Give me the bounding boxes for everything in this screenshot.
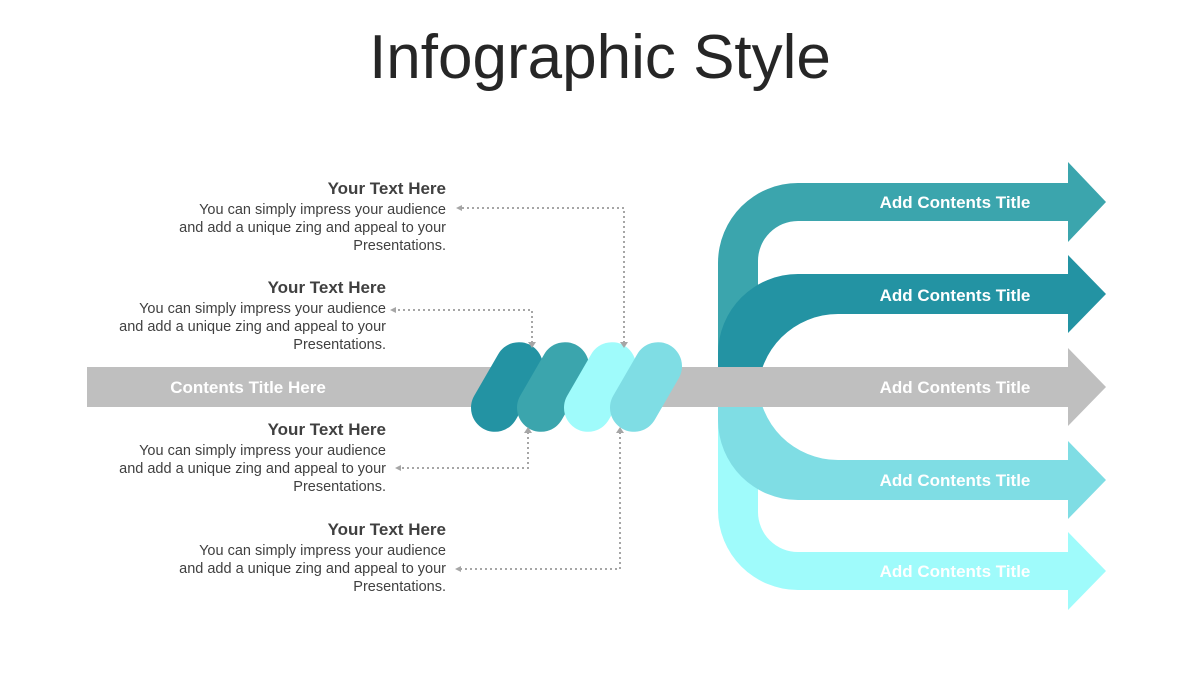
band-2 bbox=[718, 274, 1070, 394]
arrowhead-3 bbox=[1068, 348, 1106, 426]
text-block-1: Your Text Here You can simply impress yo… bbox=[146, 179, 446, 255]
page-title: Infographic Style bbox=[369, 23, 831, 92]
connector-1-tip bbox=[620, 342, 628, 348]
connector-2-tip bbox=[528, 342, 536, 348]
text-block-line: and add a unique zing and appeal to your bbox=[179, 220, 446, 236]
text-block-line: and add a unique zing and appeal to your bbox=[179, 561, 446, 577]
text-block-line: Presentations. bbox=[353, 238, 446, 254]
connector-3 bbox=[395, 432, 529, 471]
capsule-1 bbox=[471, 342, 543, 432]
arrow-label-2: Add Contents Title bbox=[880, 286, 1031, 305]
text-block-heading: Your Text Here bbox=[327, 179, 446, 198]
main-bar-label: Contents Title Here bbox=[170, 378, 326, 397]
text-block-line: and add a unique zing and appeal to your bbox=[119, 461, 386, 477]
connector-1 bbox=[456, 205, 625, 343]
text-block-line: Presentations. bbox=[353, 579, 446, 595]
text-block-4: Your Text Here You can simply impress yo… bbox=[146, 520, 446, 596]
connector-4 bbox=[455, 432, 621, 572]
connector-4-tip bbox=[616, 427, 624, 433]
text-block-heading: Your Text Here bbox=[267, 278, 386, 297]
arrowhead-4 bbox=[1068, 441, 1106, 519]
text-block-line: You can simply impress your audience bbox=[199, 543, 446, 559]
text-block-line: You can simply impress your audience bbox=[139, 301, 386, 317]
arrow-label-3: Add Contents Title bbox=[880, 378, 1031, 397]
connector-2 bbox=[390, 307, 533, 343]
text-block-3: Your Text Here You can simply impress yo… bbox=[86, 420, 386, 496]
text-block-line: and add a unique zing and appeal to your bbox=[119, 319, 386, 335]
connector-3-tip bbox=[524, 427, 532, 433]
arrowhead-2 bbox=[1068, 255, 1106, 333]
band-4 bbox=[718, 380, 1070, 500]
capsule-2 bbox=[517, 342, 589, 432]
text-block-line: You can simply impress your audience bbox=[199, 202, 446, 218]
main-bar-overlay bbox=[718, 367, 1072, 407]
capsule-3 bbox=[564, 342, 636, 432]
text-block-line: Presentations. bbox=[293, 337, 386, 353]
text-block-line: You can simply impress your audience bbox=[139, 443, 386, 459]
arrow-label-1: Add Contents Title bbox=[880, 193, 1031, 212]
text-block-heading: Your Text Here bbox=[327, 520, 446, 539]
text-block-2: Your Text Here You can simply impress yo… bbox=[86, 278, 386, 354]
text-block-heading: Your Text Here bbox=[267, 420, 386, 439]
arrowhead-1 bbox=[1068, 162, 1106, 242]
arrowhead-5 bbox=[1068, 532, 1106, 610]
capsule-4 bbox=[610, 342, 682, 432]
arrow-label-4: Add Contents Title bbox=[880, 471, 1031, 490]
text-block-line: Presentations. bbox=[293, 479, 386, 495]
arrow-label-5: Add Contents Title bbox=[880, 562, 1031, 581]
